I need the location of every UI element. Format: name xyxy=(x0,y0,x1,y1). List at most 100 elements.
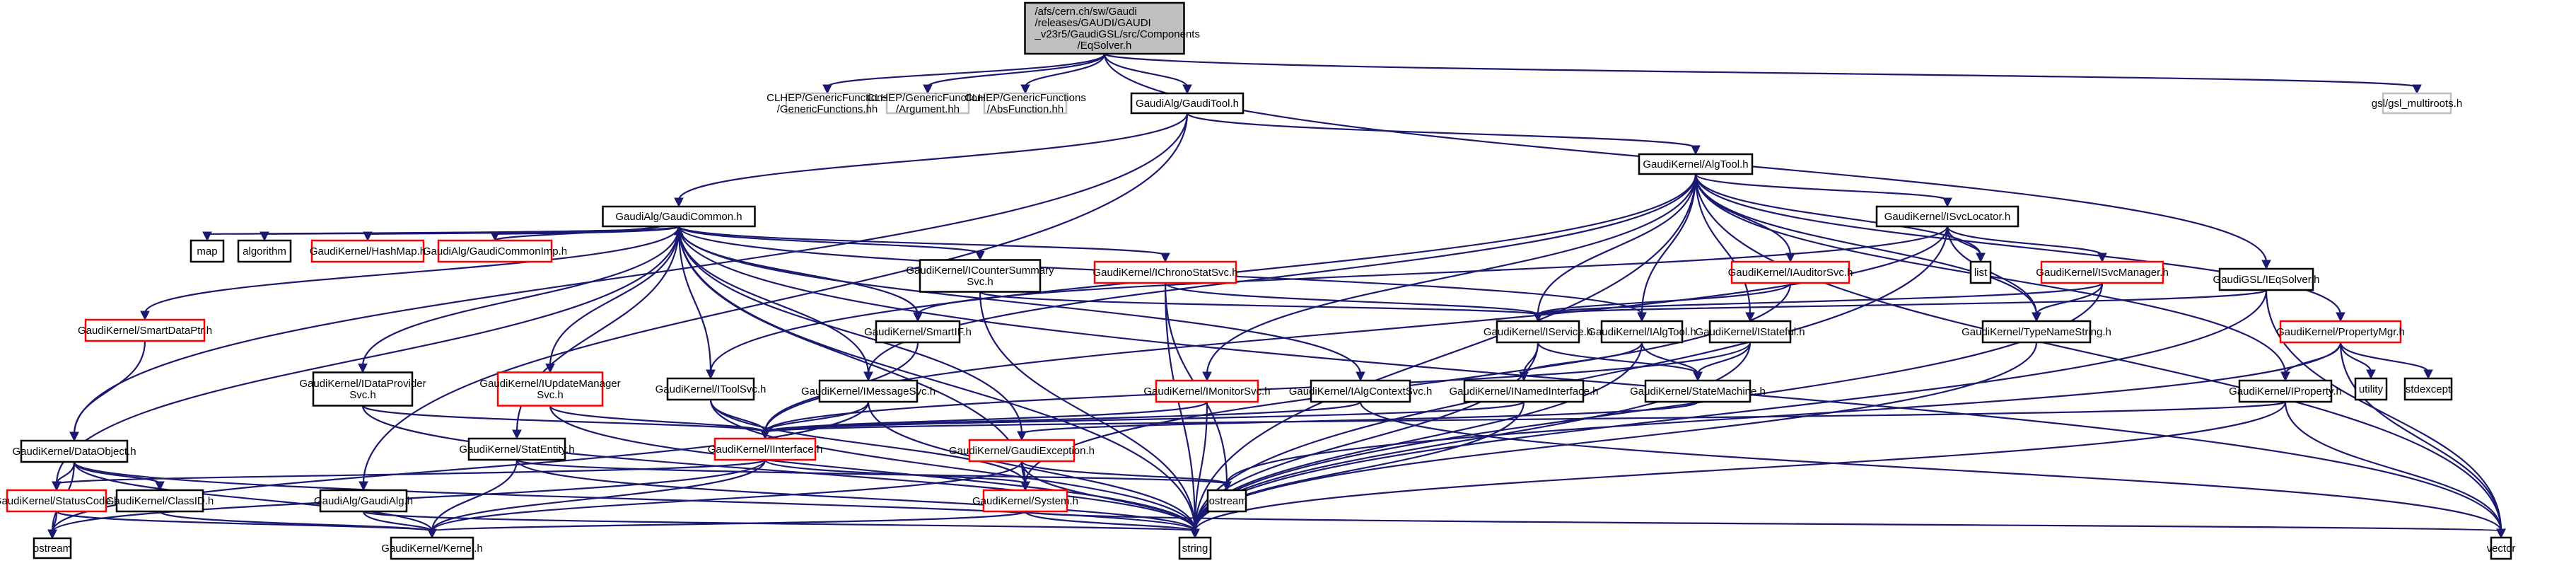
node-vector[interactable]: vector xyxy=(2487,536,2516,560)
node-dataobj[interactable]: GaudiKernel/DataObject.h xyxy=(12,439,136,463)
node-iinterface[interactable]: GaudiKernel/IInterface.h xyxy=(708,437,823,461)
node-kernel[interactable]: GaudiKernel/Kernel.h xyxy=(381,536,483,560)
node-box xyxy=(1875,205,2020,228)
edge-statemach-to-gexcept xyxy=(1017,400,1699,441)
arrowhead-icon xyxy=(1182,84,1192,95)
node-ialgctx[interactable]: GaudiKernel/IAlgContextSvc.h xyxy=(1289,379,1433,403)
edge-gcommon-to-ichrono xyxy=(677,225,1170,263)
node-box xyxy=(1644,379,1752,403)
node-imsgsvc[interactable]: GaudiKernel/IMessageSvc.h xyxy=(801,379,936,403)
node-ialgtool[interactable]: GaudiKernel/IAlgTool.h xyxy=(1587,320,1696,344)
node-istateful[interactable]: GaudiKernel/IStateful.h xyxy=(1695,320,1805,344)
arrowhead-icon xyxy=(1533,312,1543,323)
edge-line xyxy=(2265,289,2502,532)
node-isvcmgr[interactable]: GaudiKernel/ISvcManager.h xyxy=(2036,260,2169,284)
node-label: GaudiKernel/DataObject.h xyxy=(12,446,136,458)
node-classid[interactable]: GaudiKernel/ClassID.h xyxy=(106,489,214,513)
edges-layer xyxy=(47,52,2506,540)
node-gexcept[interactable]: GaudiKernel/GaudiException.h xyxy=(949,439,1095,463)
node-inamed[interactable]: GaudiKernel/INamedInterface.h xyxy=(1450,379,1599,403)
node-gslmr[interactable]: gsl/gsl_multiroots.h xyxy=(2372,92,2462,115)
node-algtool[interactable]: GaudiKernel/AlgTool.h xyxy=(1638,153,1754,175)
arrowhead-icon xyxy=(1020,84,1030,95)
arrowhead-icon xyxy=(923,84,933,95)
node-iauditor[interactable]: GaudiKernel/IAuditorSvc.h xyxy=(1728,260,1853,284)
edge-line xyxy=(1537,289,2268,316)
edge-line xyxy=(431,460,1023,532)
node-statemach[interactable]: GaudiKernel/StateMachine.h xyxy=(1630,379,1766,403)
node-iostream[interactable]: iostream xyxy=(1206,489,1247,513)
node-gcimp[interactable]: GaudiAlg/GaudiCommonImp.h xyxy=(423,239,567,263)
node-label: ostream xyxy=(33,543,71,555)
node-stdexcept[interactable]: stdexcept xyxy=(2403,377,2453,401)
node-label: list xyxy=(1974,267,1988,279)
node-box xyxy=(2279,320,2402,344)
node-gaudialg[interactable]: GaudiAlg/GaudiAlg.h xyxy=(314,489,413,513)
node-box xyxy=(390,536,474,560)
arrowhead-icon xyxy=(202,231,212,242)
arrowhead-icon xyxy=(674,225,684,236)
node-map[interactable]: map xyxy=(190,239,225,263)
node-gcommon[interactable]: GaudiAlg/GaudiCommon.h xyxy=(602,205,756,228)
node-propmgr[interactable]: GaudiKernel/PropertyMgr.h xyxy=(2276,320,2405,344)
arrowhead-icon xyxy=(427,528,437,539)
node-statentity[interactable]: GaudiKernel/StatEntity.h xyxy=(459,437,575,461)
node-box xyxy=(6,489,107,513)
arrowhead-icon xyxy=(2423,369,2433,380)
node-string[interactable]: string xyxy=(1178,536,1212,560)
arrowhead-icon xyxy=(1356,371,1365,382)
node-box xyxy=(1638,153,1754,175)
node-label: GaudiKernel/IUpdateManager xyxy=(479,378,620,390)
node-ieqsolver[interactable]: GaudiGSL/IEqSolver.h xyxy=(2213,267,2320,291)
node-imonitor[interactable]: GaudiKernel/IMonitorSvc.h xyxy=(1143,379,1271,403)
edge-line xyxy=(1194,173,1697,532)
node-label: GaudiKernel/StatusCode.h xyxy=(0,495,120,507)
edge-iservice-to-statemach xyxy=(1537,342,1703,382)
arrowhead-icon xyxy=(913,312,923,323)
edge-statuscode-to-ostream xyxy=(47,511,58,540)
arrowhead-icon xyxy=(1693,371,1703,382)
arrowhead-icon xyxy=(975,251,985,261)
node-root[interactable]: /afs/cern.ch/sw/Gaudi/releases/GAUDI/GAU… xyxy=(1024,1,1200,55)
arrowhead-icon xyxy=(1222,481,1232,492)
node-typename[interactable]: GaudiKernel/TypeNameString.h xyxy=(1962,320,2111,344)
node-hashmap[interactable]: GaudiKernel/HashMap.h xyxy=(310,239,426,263)
node-box xyxy=(1130,92,1245,115)
node-gtool[interactable]: GaudiAlg/GaudiTool.h xyxy=(1130,92,1245,115)
node-label: GaudiKernel/ISvcManager.h xyxy=(2036,267,2169,279)
node-algorithm[interactable]: algorithm xyxy=(237,239,292,263)
edge-line xyxy=(144,226,680,314)
node-statuscode[interactable]: GaudiKernel/StatusCode.h xyxy=(0,489,120,513)
node-isvcloc[interactable]: GaudiKernel/ISvcLocator.h xyxy=(1875,205,2020,228)
node-list[interactable]: list xyxy=(1969,260,1992,284)
node-box xyxy=(785,92,870,115)
edge-line xyxy=(979,291,1539,316)
node-system[interactable]: GaudiKernel/System.h xyxy=(972,489,1078,513)
node-smartdp[interactable]: GaudiKernel/SmartDataPtr.h xyxy=(78,318,212,342)
node-iproperty[interactable]: GaudiKernel/IProperty.h xyxy=(2229,379,2342,403)
node-iservice[interactable]: GaudiKernel/IService.h xyxy=(1484,320,1592,344)
edge-propmgr-to-utility xyxy=(2339,342,2376,380)
node-arg[interactable]: CLHEP/GenericFunctions/Argument.hh xyxy=(867,92,989,115)
edge-line xyxy=(1359,401,2502,532)
node-box xyxy=(2218,267,2314,291)
node-gf[interactable]: CLHEP/GenericFunctions/GenericFunctions.… xyxy=(767,92,888,115)
edge-line xyxy=(1225,342,2342,485)
node-absf[interactable]: CLHEP/GenericFunctions/AbsFunction.hh xyxy=(964,92,1086,115)
node-box xyxy=(20,439,129,463)
node-ichrono[interactable]: GaudiKernel/IChronoStatSvc.h xyxy=(1092,260,1238,284)
node-box xyxy=(1178,536,1212,560)
node-label: GaudiKernel/IProperty.h xyxy=(2229,386,2342,398)
node-utility[interactable]: utility xyxy=(2354,377,2388,401)
node-ostream[interactable]: ostream xyxy=(33,537,72,560)
node-box xyxy=(190,239,225,263)
edge-line xyxy=(764,401,870,433)
node-smartif[interactable]: GaudiKernel/SmartIF.h xyxy=(864,320,972,344)
node-label: GaudiAlg/GaudiAlg.h xyxy=(314,495,413,507)
node-itoolsvc[interactable]: GaudiKernel/IToolSvc.h xyxy=(655,377,767,401)
node-label: /Argument.hh xyxy=(896,103,960,115)
